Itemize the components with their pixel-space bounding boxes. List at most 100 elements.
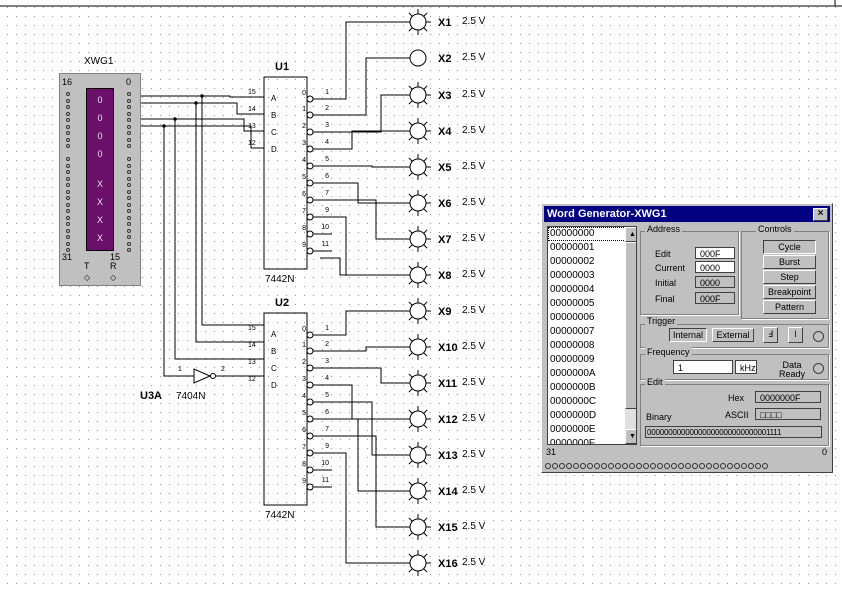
burst-button[interactable]: Burst: [763, 255, 816, 269]
probe-ray: [423, 517, 428, 522]
pin-label-left-bottom: 31: [62, 252, 73, 262]
probe-ray: [408, 445, 413, 450]
word-list-item[interactable]: 00000003: [550, 270, 595, 281]
probe-lamp[interactable]: [409, 302, 427, 320]
route-wire: [332, 199, 410, 240]
probe-lamp[interactable]: [409, 49, 427, 67]
word-list-item[interactable]: 0000000E: [550, 424, 596, 435]
probe-ray: [423, 460, 428, 465]
generator-screen: 0 0 0 0 X X X X: [86, 88, 114, 251]
probe-voltage: 2.5 V: [462, 125, 486, 136]
probe-lamp[interactable]: [409, 446, 427, 464]
frequency-input[interactable]: 1: [673, 360, 733, 374]
word-list-item[interactable]: 0000000C: [550, 396, 597, 407]
falling-edge-icon[interactable]: Ɩ: [788, 327, 803, 343]
word-list-item[interactable]: 00000007: [550, 326, 595, 337]
probe-lamp[interactable]: [409, 374, 427, 392]
scroll-up-button[interactable]: ▲: [625, 227, 636, 242]
word-list-item[interactable]: 00000006: [550, 312, 595, 323]
word-list-item[interactable]: 0000000B: [550, 382, 596, 393]
route-wire: [332, 94, 410, 133]
current-address-field[interactable]: 0000: [695, 261, 735, 273]
decoder-input-label: C: [271, 364, 277, 373]
address-group: [640, 231, 739, 315]
probe-ray: [408, 100, 413, 105]
output-bubble: [306, 128, 314, 136]
inverter-symbol: [193, 368, 212, 384]
window-titlebar[interactable]: Word Generator-XWG1 ×: [544, 206, 830, 222]
external-trigger-button[interactable]: External: [712, 328, 754, 342]
edit-address-field[interactable]: 000F: [695, 247, 735, 259]
probe-label: X5: [438, 162, 451, 174]
step-button[interactable]: Step: [763, 270, 816, 284]
frequency-group-label: Frequency: [645, 347, 692, 357]
word-list-item[interactable]: 00000004: [550, 284, 595, 295]
bus-wire: [174, 119, 264, 360]
screen-digit: X: [96, 197, 103, 207]
probe-ray: [408, 136, 413, 141]
probe-lamp[interactable]: [409, 158, 427, 176]
decoder-body: [263, 312, 308, 506]
probe-lamp[interactable]: [409, 482, 427, 500]
probe-ray: [423, 193, 428, 198]
scroll-thumb[interactable]: [625, 242, 636, 409]
scroll-down-button[interactable]: ▼: [625, 429, 636, 444]
probe-lamp[interactable]: [409, 266, 427, 284]
trigger-pin[interactable]: ◇: [84, 273, 91, 282]
word-list-item[interactable]: 00000005: [550, 298, 595, 309]
pin-label-left-top: 16: [62, 77, 73, 87]
trigger-group-label: Trigger: [645, 316, 678, 326]
word-list-item[interactable]: 00000009: [550, 354, 595, 365]
ascii-field[interactable]: □□□□: [755, 408, 821, 420]
hex-field[interactable]: 0000000F: [755, 391, 821, 403]
probe-lamp[interactable]: [409, 338, 427, 356]
word-list-item[interactable]: 0000000D: [550, 410, 597, 421]
input-pin-number: 12: [248, 376, 256, 383]
pattern-button[interactable]: Pattern: [763, 300, 816, 314]
cycle-button[interactable]: Cycle: [763, 240, 816, 254]
probe-lamp[interactable]: [409, 410, 427, 428]
probe-lamp[interactable]: [409, 518, 427, 536]
close-button[interactable]: ×: [813, 208, 828, 221]
screen-digit: X: [96, 233, 103, 243]
word-list-item[interactable]: 00000002: [550, 256, 595, 267]
initial-address-label: Initial: [655, 278, 677, 288]
output-pin-number: 1: [325, 89, 329, 96]
probe-ray: [408, 121, 413, 126]
rising-edge-icon[interactable]: Ⅎ: [763, 327, 778, 343]
internal-trigger-button[interactable]: Internal: [669, 328, 707, 342]
word-list-item[interactable]: 00000001: [550, 242, 595, 253]
probe-lamp[interactable]: [409, 554, 427, 572]
probe-label: X9: [438, 306, 451, 318]
frequency-unit-select[interactable]: kHz: [735, 360, 757, 374]
inverter-pin-out: 2: [221, 366, 225, 373]
probe-ray: [423, 136, 428, 141]
initial-address-field[interactable]: 0000: [695, 276, 735, 288]
probe-ray: [408, 496, 413, 501]
probe-lamp[interactable]: [409, 122, 427, 140]
word-generator-device[interactable]: 16 0 0 0 0 0 X X X X 31 15 T R ◇ ◇: [59, 73, 141, 286]
probe-lamp[interactable]: [409, 86, 427, 104]
wires: [133, 21, 410, 564]
output-bubble: [306, 483, 314, 491]
route-wire: [332, 418, 410, 492]
probe-lamp[interactable]: [409, 13, 427, 31]
word-list-item[interactable]: 0000000F: [550, 438, 596, 445]
ready-pin[interactable]: ◇: [110, 273, 117, 282]
decoder-input-label: D: [271, 145, 277, 154]
probe-label: X3: [438, 90, 451, 102]
probe-lamp[interactable]: [409, 230, 427, 248]
final-address-field[interactable]: 000F: [695, 292, 735, 304]
binary-field[interactable]: 00000000000000000000000000001111: [645, 426, 822, 438]
word-list-item[interactable]: 00000008: [550, 340, 595, 351]
word-list-scrollbar[interactable]: ▲ ▼: [625, 227, 636, 444]
probe-lamp[interactable]: [409, 194, 427, 212]
output-number: 0: [302, 326, 306, 333]
ascii-label: ASCII: [725, 410, 749, 420]
word-list-item[interactable]: 00000000: [548, 227, 636, 241]
output-number: 6: [302, 191, 306, 198]
word-list-item[interactable]: 0000000A: [550, 368, 596, 379]
breakpoint-button[interactable]: Breakpoint: [763, 285, 816, 299]
